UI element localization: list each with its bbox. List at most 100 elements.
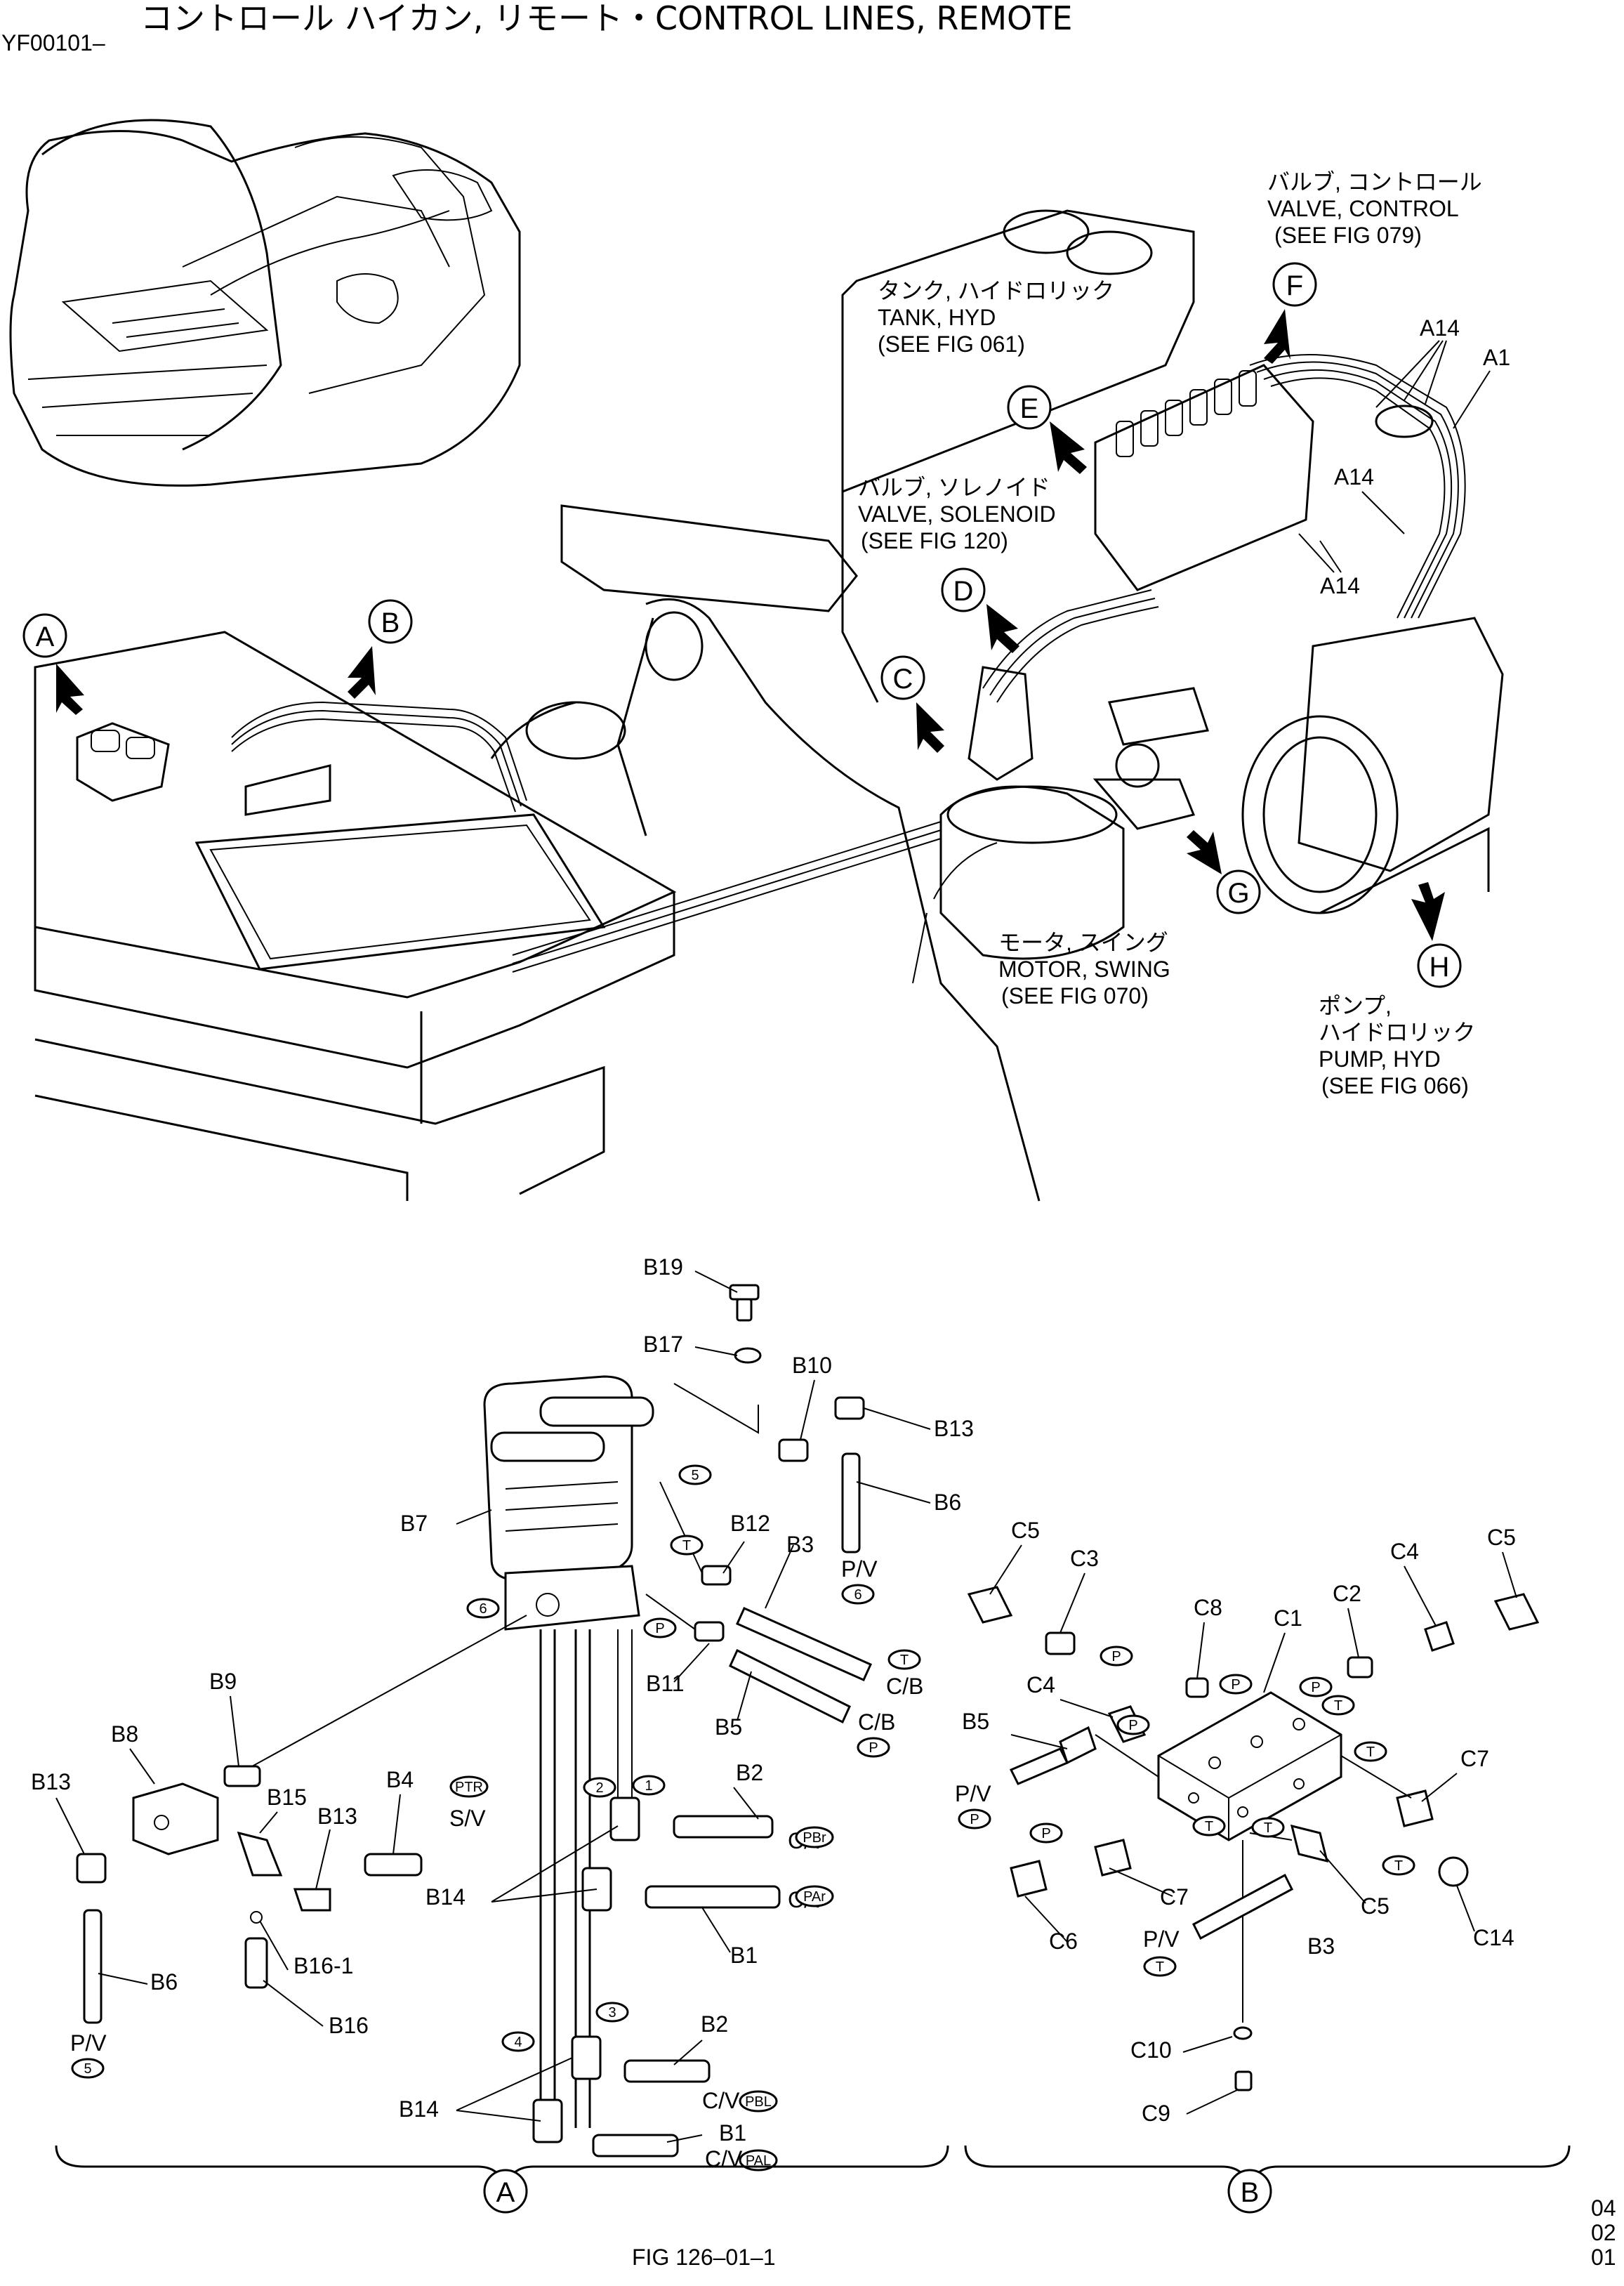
svg-text:PBL: PBL — [745, 2094, 772, 2110]
main-assembly-illustration — [34, 209, 1504, 1202]
svg-text:VALVE, SOLENOID: VALVE, SOLENOID — [858, 501, 1056, 527]
upper-part-labels: A14 A1 A14 A14 — [1298, 315, 1510, 598]
svg-text:B14: B14 — [399, 2096, 439, 2122]
svg-text:T: T — [1334, 1698, 1342, 1714]
revision-code: 04 02 01 — [1591, 2195, 1616, 2270]
svg-text:C/B: C/B — [858, 1709, 895, 1735]
svg-text:PTR: PTR — [455, 1780, 483, 1795]
reference-solenoid-valve: バルブ, ソレノイド VALVE, SOLENOID (SEE FIG 120) — [858, 475, 1056, 553]
svg-text:A14: A14 — [1320, 573, 1360, 598]
svg-text:P: P — [970, 1812, 979, 1827]
svg-text:S/V: S/V — [449, 1806, 486, 1831]
svg-text:5: 5 — [84, 2061, 91, 2077]
svg-text:B13: B13 — [31, 1769, 71, 1794]
assembly-a-labels: B19 B17 B10 B13 B6 B7 B12 B3 B11 C/B C/B… — [31, 1254, 974, 2172]
svg-text:6: 6 — [854, 1587, 861, 1603]
svg-text:C/B: C/B — [886, 1674, 923, 1699]
svg-text:C/V: C/V — [705, 2146, 743, 2172]
reference-swing-motor: モータ, スイング MOTOR, SWING (SEE FIG 070) — [998, 930, 1170, 1009]
svg-text:C7: C7 — [1160, 1884, 1189, 1910]
svg-text:P: P — [869, 1740, 878, 1756]
svg-text:C8: C8 — [1194, 1595, 1222, 1620]
svg-text:B6: B6 — [934, 1490, 961, 1515]
svg-text:E: E — [1020, 393, 1039, 424]
svg-text:(SEE FIG 079): (SEE FIG 079) — [1274, 223, 1422, 248]
svg-text:B11: B11 — [646, 1671, 685, 1696]
svg-text:B16: B16 — [329, 2013, 369, 2038]
svg-text:C7: C7 — [1460, 1746, 1489, 1771]
svg-text:B: B — [381, 607, 400, 638]
svg-text:P: P — [1041, 1826, 1050, 1841]
svg-text:C6: C6 — [1049, 1929, 1078, 1954]
machine-overview-illustration — [9, 119, 521, 487]
svg-text:TANK, HYD: TANK, HYD — [878, 305, 996, 330]
svg-text:A: A — [496, 2177, 515, 2208]
svg-text:(SEE FIG 061): (SEE FIG 061) — [878, 331, 1025, 357]
svg-text:T: T — [1366, 1745, 1375, 1760]
figure-code: YF00101– — [1, 30, 105, 55]
svg-text:B: B — [1241, 2177, 1260, 2208]
svg-text:PUMP, HYD: PUMP, HYD — [1319, 1046, 1441, 1072]
view-callout-b: B — [348, 599, 413, 699]
svg-text:B4: B4 — [386, 1767, 414, 1792]
view-callout-a: A — [22, 613, 84, 715]
view-callout-d: D — [941, 567, 1019, 653]
svg-text:B2: B2 — [701, 2011, 728, 2037]
assembly-b-port-symbols: P P P T T P T T T P P T — [958, 1645, 1415, 1977]
svg-text:A: A — [36, 622, 55, 652]
svg-text:T: T — [1156, 1959, 1164, 1975]
svg-text:B7: B7 — [400, 1511, 428, 1536]
svg-text:MOTOR, SWING: MOTOR, SWING — [998, 957, 1170, 982]
svg-text:VALVE, CONTROL: VALVE, CONTROL — [1267, 196, 1459, 221]
svg-text:C5: C5 — [1011, 1518, 1040, 1543]
svg-text:B6: B6 — [150, 1969, 178, 1995]
svg-text:B3: B3 — [786, 1532, 814, 1557]
svg-text:B17: B17 — [643, 1332, 683, 1357]
svg-text:(SEE FIG 070): (SEE FIG 070) — [1001, 983, 1149, 1009]
view-callout-f: F — [1264, 262, 1317, 364]
svg-text:B13: B13 — [317, 1804, 357, 1829]
svg-text:T: T — [682, 1538, 691, 1553]
svg-text:ポンプ,: ポンプ, — [1319, 993, 1392, 1018]
svg-text:C5: C5 — [1487, 1525, 1516, 1550]
svg-text:バルブ, コントロール: バルブ, コントロール — [1267, 169, 1482, 195]
svg-text:C1: C1 — [1274, 1605, 1302, 1631]
reference-control-valve: バルブ, コントロール VALVE, CONTROL (SEE FIG 079) — [1267, 169, 1482, 248]
svg-text:A14: A14 — [1334, 464, 1374, 490]
svg-text:T: T — [1264, 1820, 1272, 1836]
svg-text:B2: B2 — [736, 1760, 763, 1785]
svg-text:モータ, スイング: モータ, スイング — [998, 930, 1168, 955]
svg-text:P/V: P/V — [841, 1556, 878, 1582]
svg-text:6: 6 — [479, 1601, 487, 1617]
svg-text:T: T — [1394, 1858, 1403, 1874]
view-callout-g: G — [1187, 830, 1261, 914]
svg-text:P/V: P/V — [1143, 1926, 1180, 1952]
svg-text:PAr: PAr — [803, 1889, 826, 1905]
svg-text:P: P — [1128, 1718, 1137, 1733]
view-callout-h: H — [1411, 882, 1462, 988]
svg-text:B13: B13 — [934, 1416, 974, 1441]
svg-text:5: 5 — [691, 1468, 699, 1483]
assembly-b-illustration — [967, 1586, 1540, 2091]
svg-text:H: H — [1430, 952, 1450, 983]
reference-hyd-tank: タンク, ハイドロリック TANK, HYD (SEE FIG 061) — [878, 278, 1114, 357]
svg-text:P: P — [1311, 1680, 1320, 1695]
svg-text:P/V: P/V — [955, 1781, 991, 1806]
svg-text:B1: B1 — [730, 1943, 758, 1968]
svg-text:B16-1: B16-1 — [293, 1953, 353, 1978]
svg-text:B3: B3 — [1307, 1933, 1335, 1959]
svg-text:P: P — [1231, 1677, 1240, 1693]
svg-text:B12: B12 — [730, 1511, 770, 1536]
svg-text:F: F — [1286, 270, 1303, 301]
svg-text:PBr: PBr — [803, 1830, 826, 1846]
svg-text:PAL: PAL — [746, 2153, 771, 2169]
figure-number: FIG 126–01–1 — [632, 2245, 776, 2270]
reference-hyd-pump: ポンプ, ハイドロリック PUMP, HYD (SEE FIG 066) — [1319, 993, 1475, 1098]
svg-text:B5: B5 — [962, 1709, 989, 1734]
assembly-a-port-symbols: 5 6 T P T P PTR 1 2 PBr PAr 3 4 PBL PAL … — [71, 1464, 921, 2172]
page-title: コントロール ハイカン, リモート・CONTROL LINES, REMOTE — [140, 0, 1072, 37]
svg-text:4: 4 — [514, 2035, 522, 2050]
svg-text:ハイドロリック: ハイドロリック — [1319, 1020, 1475, 1045]
svg-text:T: T — [1205, 1819, 1213, 1834]
